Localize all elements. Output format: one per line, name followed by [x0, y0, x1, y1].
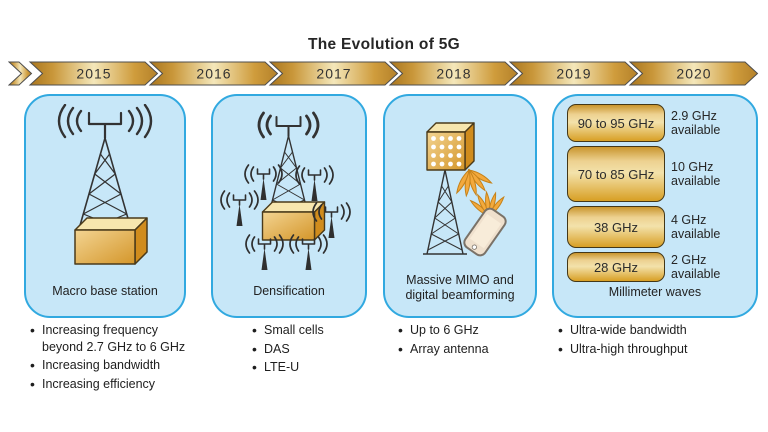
frequency-band: 90 to 95 GHz — [567, 104, 665, 142]
timeline-start-chevron-icon — [8, 61, 33, 86]
year-label: 2019 — [556, 66, 591, 82]
timeline-arrows: 2015 2016 2017 2018 2019 2020 — [8, 61, 759, 86]
year-label: 2020 — [676, 66, 711, 82]
millimeter-waves-icon: 90 to 95 GHz 2.9 GHz available 70 to 85 … — [567, 104, 750, 286]
frequency-band: 70 to 85 GHz — [567, 146, 665, 202]
bullet-item: DAS — [252, 340, 402, 358]
panel-caption: Millimeter waves — [608, 285, 702, 300]
bullet-item: Up to 6 GHz — [398, 321, 548, 339]
bullet-list-mmwaves: Ultra-wide bandwidth Ultra-high throughp… — [558, 321, 748, 359]
bullet-item: Ultra-wide bandwidth — [558, 321, 748, 339]
smartphone-icon — [463, 207, 507, 257]
bullet-item: Ultra-high throughput — [558, 340, 748, 358]
bandwidth-available-label: 10 GHz available — [671, 159, 721, 188]
timeline-segment-2015 — [28, 61, 159, 86]
timeline-segment-2016 — [148, 61, 279, 86]
mm-band-row: 28 GHz 2 GHz available — [567, 252, 750, 282]
mm-band-row: 90 to 95 GHz 2.9 GHz available — [567, 104, 750, 142]
bandwidth-available-label: 2 GHz available — [671, 252, 721, 281]
panel-macro-base-station: Macro base station — [24, 94, 186, 318]
panel-caption: Macro base station — [52, 284, 158, 299]
page-title: The Evolution of 5G — [307, 36, 461, 53]
bullet-item: Increasing bandwidth — [30, 356, 202, 374]
bullet-list-mimo: Up to 6 GHz Array antenna — [398, 321, 548, 359]
bullet-list-macro: Increasing frequency beyond 2.7 GHz to 6… — [30, 321, 202, 394]
mm-band-row: 70 to 85 GHz 10 GHz available — [567, 146, 750, 202]
massive-mimo-beamforming-icon — [423, 122, 507, 257]
panel-caption: Densification — [253, 284, 325, 299]
bullet-item: LTE-U — [252, 358, 402, 376]
year-label: 2017 — [316, 66, 351, 82]
year-label: 2018 — [436, 66, 471, 82]
year-label: 2015 — [76, 66, 111, 82]
mm-band-row: 38 GHz 4 GHz available — [567, 206, 750, 248]
frequency-band: 28 GHz — [567, 252, 665, 282]
panel-millimeter-waves: 90 to 95 GHz 2.9 GHz available 70 to 85 … — [552, 94, 758, 318]
bullet-item: Small cells — [252, 321, 402, 339]
densification-icon — [220, 111, 351, 271]
small-cell-antenna-icon — [220, 190, 259, 227]
panel-caption: Massive MIMO and digital beamforming — [405, 272, 515, 303]
timeline-segment-2019 — [508, 61, 639, 86]
timeline-segment-2017 — [268, 61, 399, 86]
timeline-segment-2020 — [628, 61, 759, 86]
bandwidth-available-label: 2.9 GHz available — [671, 108, 721, 137]
frequency-band: 38 GHz — [567, 206, 665, 248]
bullet-item: Array antenna — [398, 340, 548, 358]
macro-base-station-icon — [57, 104, 153, 265]
small-cell-antenna-icon — [295, 165, 334, 202]
timeline-segment-2018 — [388, 61, 519, 86]
bullet-item: Increasing efficiency — [30, 375, 202, 393]
panel-massive-mimo: Massive MIMO and digital beamforming — [383, 94, 537, 318]
array-elements-dots — [431, 136, 462, 167]
beam-fan-icon — [456, 168, 493, 198]
panel-densification: Densification — [211, 94, 367, 318]
bullet-item: Increasing frequency beyond 2.7 GHz to 6… — [30, 321, 202, 355]
bullet-list-densification: Small cells DAS LTE-U — [252, 321, 402, 378]
year-label: 2016 — [196, 66, 231, 82]
bandwidth-available-label: 4 GHz available — [671, 212, 721, 241]
